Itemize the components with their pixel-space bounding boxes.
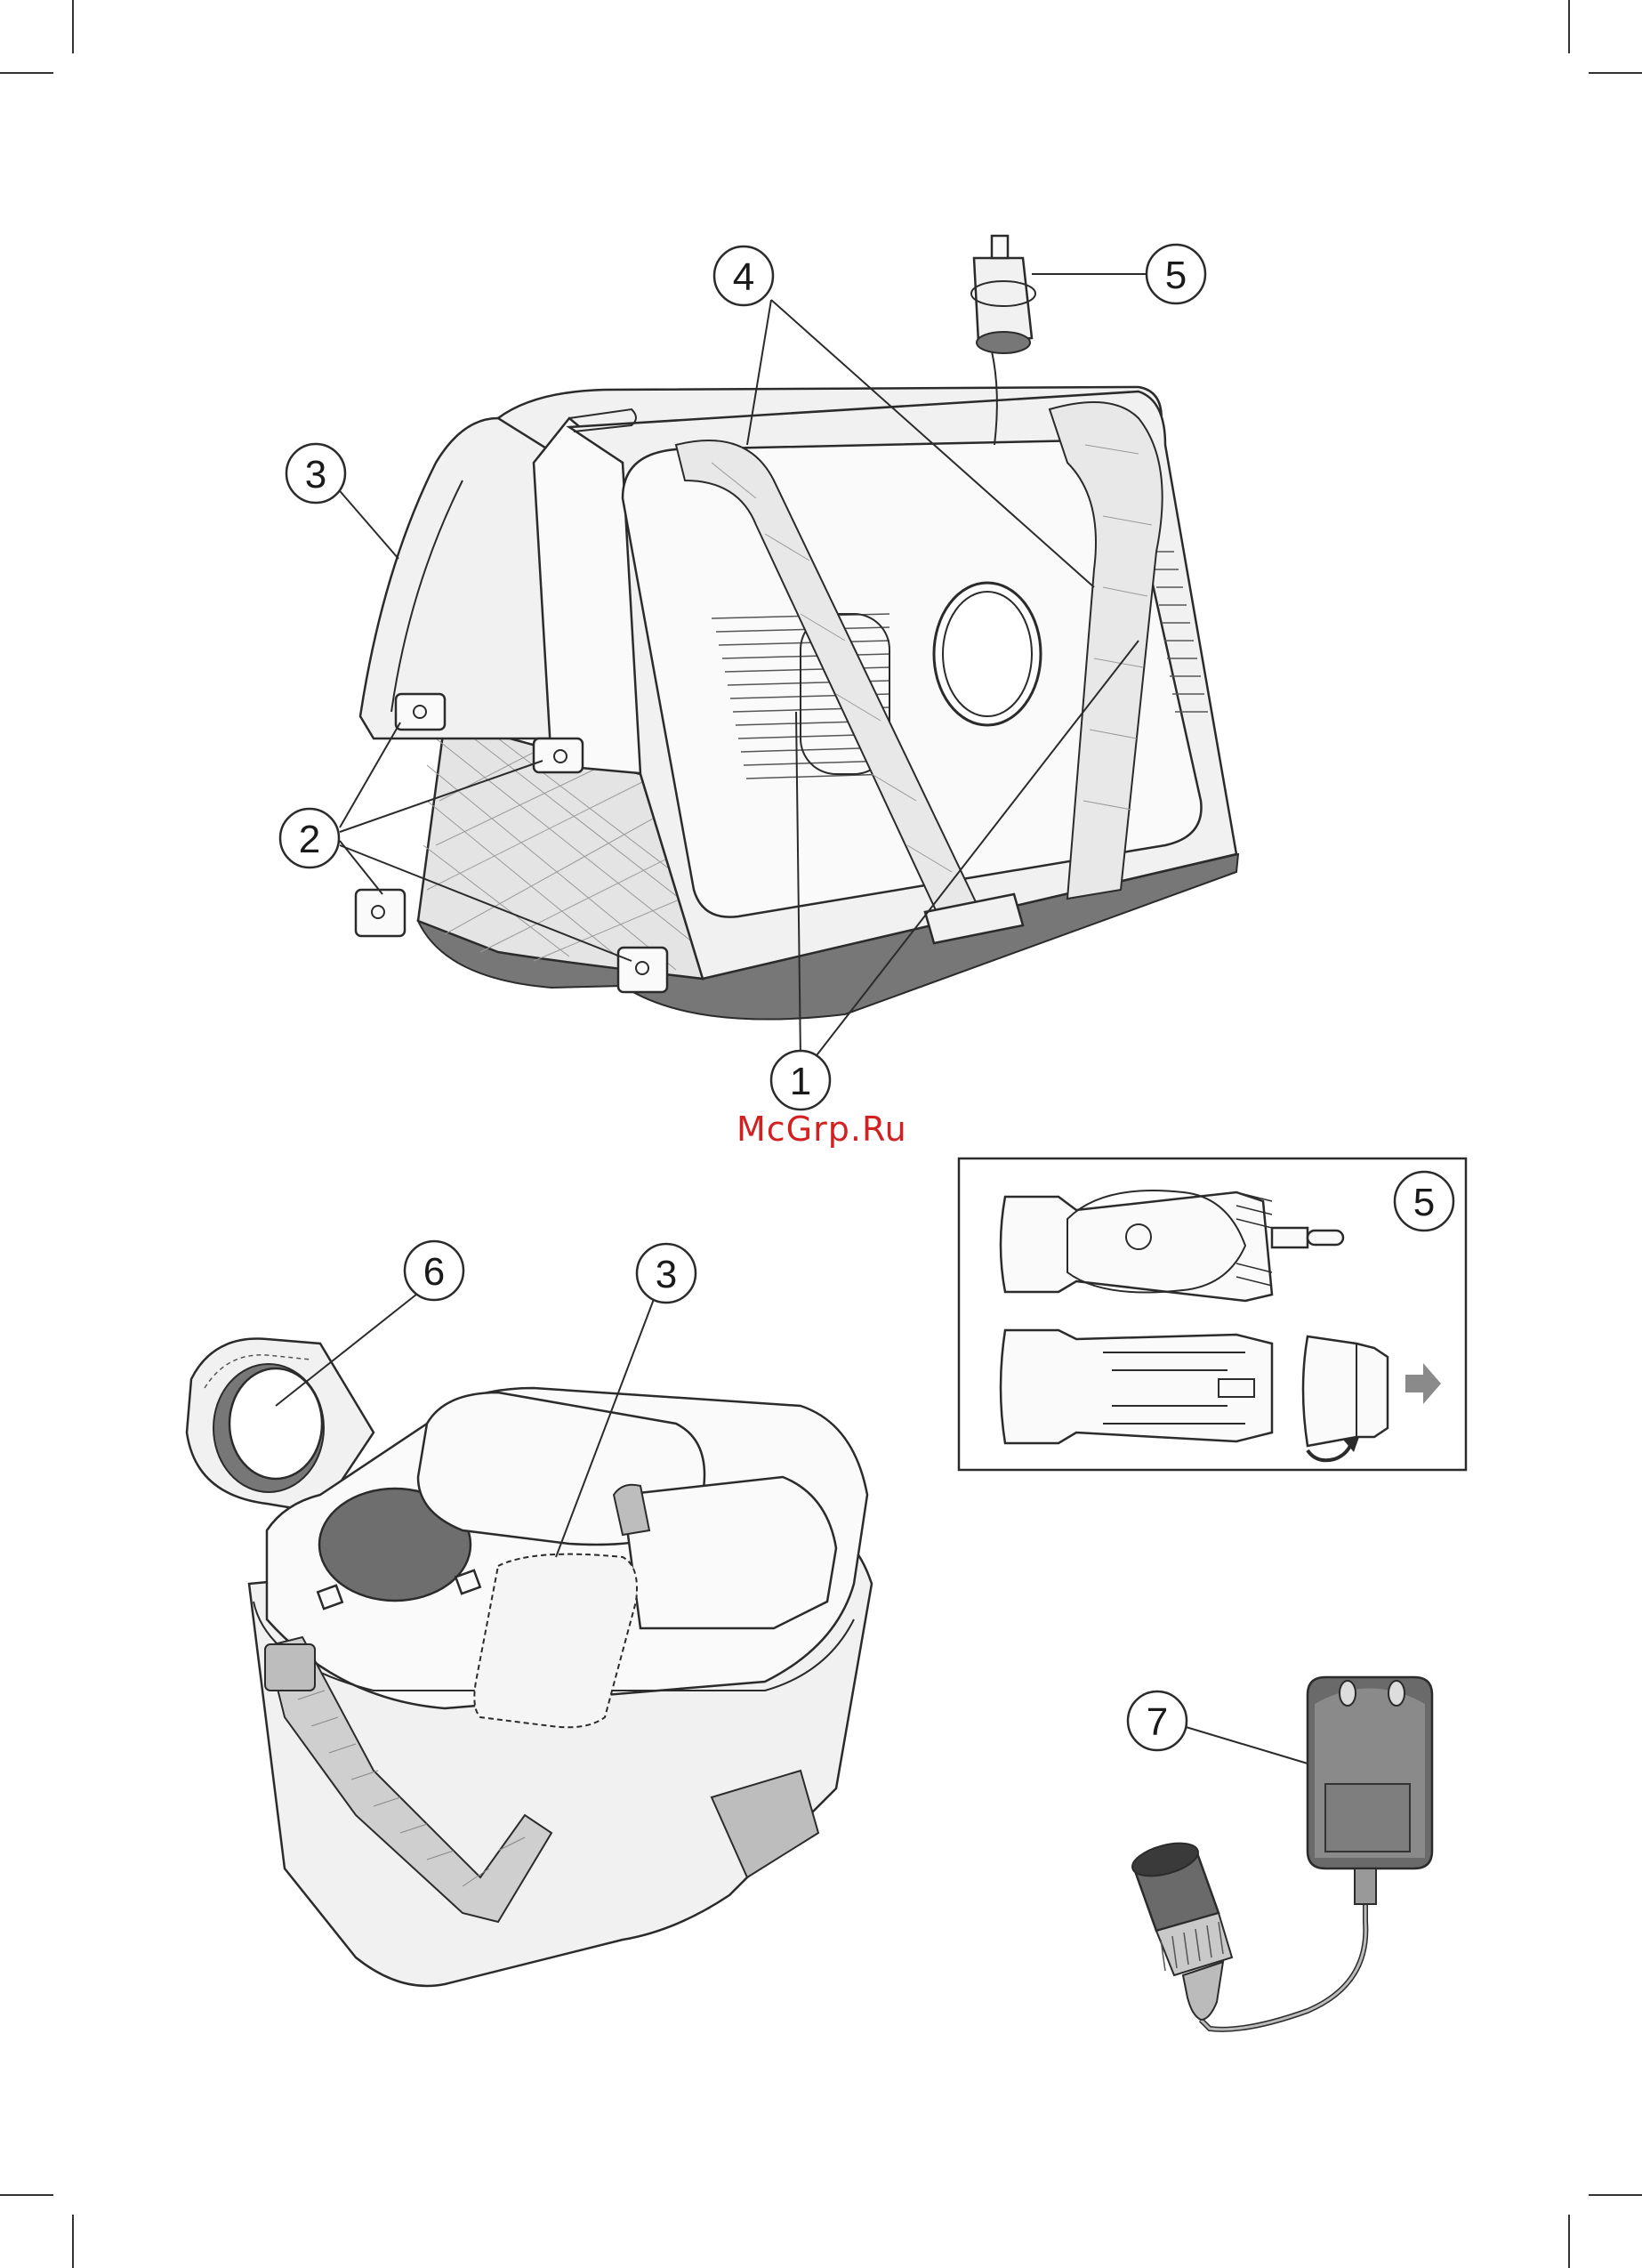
callout-6: 6 (405, 1241, 463, 1300)
figure-cooler-bag-side: 4 5 3 2 1 (280, 236, 1238, 1110)
svg-text:4: 4 (733, 255, 754, 299)
svg-text:5: 5 (1165, 254, 1187, 297)
callout-1: 1 (771, 1051, 830, 1110)
svg-text:7: 7 (1147, 1700, 1168, 1744)
callout-2: 2 (280, 809, 339, 868)
figure-power-adapter: 7 (1128, 1677, 1432, 2030)
figure-cooler-bag-top: 6 3 (187, 1241, 872, 1986)
svg-text:1: 1 (790, 1060, 811, 1103)
callout-5: 5 (1147, 245, 1205, 303)
svg-text:6: 6 (423, 1250, 445, 1294)
inset-plug-detail: 5 (959, 1158, 1466, 1470)
callout-3: 3 (286, 444, 345, 503)
svg-text:2: 2 (299, 818, 320, 861)
callout-3-top: 3 (637, 1244, 696, 1303)
svg-text:3: 3 (656, 1253, 677, 1296)
svg-text:5: 5 (1413, 1181, 1435, 1224)
callout-5-inset: 5 (1395, 1172, 1453, 1231)
callout-7: 7 (1128, 1691, 1187, 1750)
callout-4: 4 (714, 246, 773, 305)
watermark-text: McGrp.Ru (736, 1110, 907, 1149)
svg-text:3: 3 (305, 453, 326, 496)
